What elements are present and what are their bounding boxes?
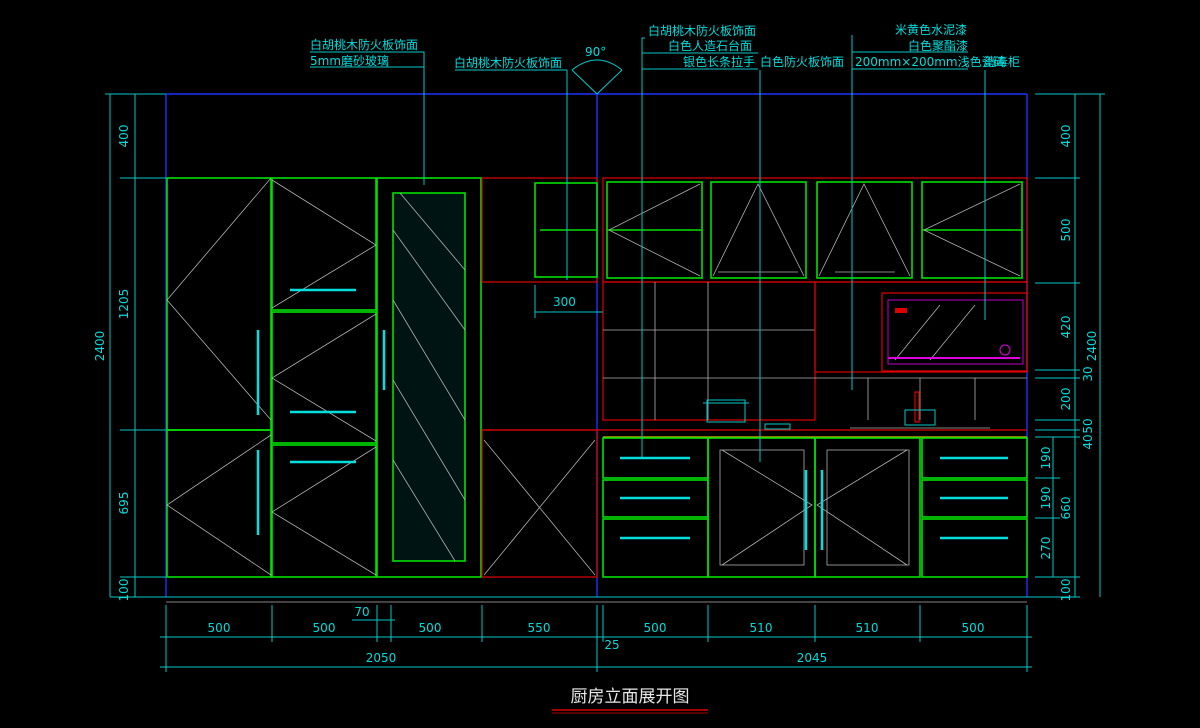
right-dimensions: 400 500 420 30 200 50 40 190 190 660 270… — [1035, 93, 1105, 602]
pot-icon — [703, 399, 749, 423]
dim-right-400: 400 — [1059, 125, 1073, 148]
dim-total-left: 2050 — [366, 651, 397, 665]
dim-total-right: 2045 — [797, 651, 828, 665]
wall-cabinets-right — [602, 177, 1028, 283]
dim-bottom-500a: 500 — [208, 621, 231, 635]
dim-bottom-500d: 500 — [644, 621, 667, 635]
dim-right-100: 100 — [1059, 579, 1073, 602]
callout-sterilizer: 消毒柜 — [984, 55, 1020, 69]
dim-left-400: 400 — [117, 125, 131, 148]
dim-bottom-500b: 500 — [313, 621, 336, 635]
bottom-dimensions: 500 500 70 500 550 25 500 510 510 500 20… — [160, 605, 1032, 672]
dim-bottom-25: 25 — [604, 638, 619, 652]
dim-right-420: 420 — [1059, 316, 1073, 339]
shelf-dim: 300 — [553, 295, 576, 309]
callout-left-glass: 5mm磨砂玻璃 — [310, 54, 389, 68]
dim-left-695: 695 — [117, 492, 131, 515]
callout-tile: 200mm×200mm浅色瓷砖 — [855, 54, 1006, 69]
base-cabinets-right — [602, 437, 1028, 578]
tile-wall — [602, 281, 1028, 421]
callout-countertop: 白色人造石台面 — [668, 38, 752, 53]
callout-white-panel: 白色防火板饰面 — [760, 54, 844, 69]
callout-labels: 白胡桃木防火板饰面 5mm磨砂玻璃 白胡桃木防火板饰面 90° 白胡桃木防火板饰… — [310, 23, 1020, 309]
dim-bottom-510b: 510 — [856, 621, 879, 635]
drawing-title: 厨房立面展开图 — [571, 687, 690, 707]
callout-mid-panel: 白胡桃木防火板饰面 — [454, 55, 562, 70]
dim-bottom-500c: 500 — [419, 621, 442, 635]
dim-right-30: 30 — [1081, 366, 1095, 381]
dim-right-190a: 190 — [1039, 447, 1053, 470]
mid-cabinet — [481, 177, 598, 578]
dim-bottom-500e: 500 — [962, 621, 985, 635]
dim-right-200: 200 — [1059, 388, 1073, 411]
callout-handle: 银色长条拉手 — [683, 54, 755, 69]
dim-right-190b: 190 — [1039, 487, 1053, 510]
dim-bottom-510a: 510 — [750, 621, 773, 635]
angle-label: 90° — [585, 45, 606, 59]
countertop — [482, 391, 1027, 438]
callout-left-panel: 白胡桃木防火板饰面 — [310, 37, 418, 52]
tall-cabinet-left — [166, 177, 482, 578]
left-dimensions: 400 1205 2400 695 100 — [93, 93, 166, 602]
frame-outline — [110, 93, 1080, 603]
dim-left-100: 100 — [117, 579, 131, 602]
dim-right-270: 270 — [1039, 537, 1053, 560]
dim-right-50: 50 — [1081, 418, 1095, 433]
dim-left-2400: 2400 — [93, 331, 107, 362]
dim-bottom-70: 70 — [354, 605, 369, 619]
dim-right-40: 40 — [1081, 434, 1095, 449]
dim-bottom-550: 550 — [528, 621, 551, 635]
frosted-glass-panel — [392, 192, 466, 562]
callout-ceiling-paint: 白色聚酯漆 — [908, 38, 968, 53]
callout-right-panel: 白胡桃木防火板饰面 — [648, 23, 756, 38]
sterilizer-unit — [887, 299, 1024, 365]
leader-lines — [310, 35, 986, 462]
dim-left-1205: 1205 — [117, 289, 131, 320]
dim-right-660: 660 — [1059, 497, 1073, 520]
callout-wall-paint: 米黄色水泥漆 — [895, 23, 967, 37]
dim-right-2400: 2400 — [1085, 331, 1099, 362]
dim-right-500: 500 — [1059, 219, 1073, 242]
